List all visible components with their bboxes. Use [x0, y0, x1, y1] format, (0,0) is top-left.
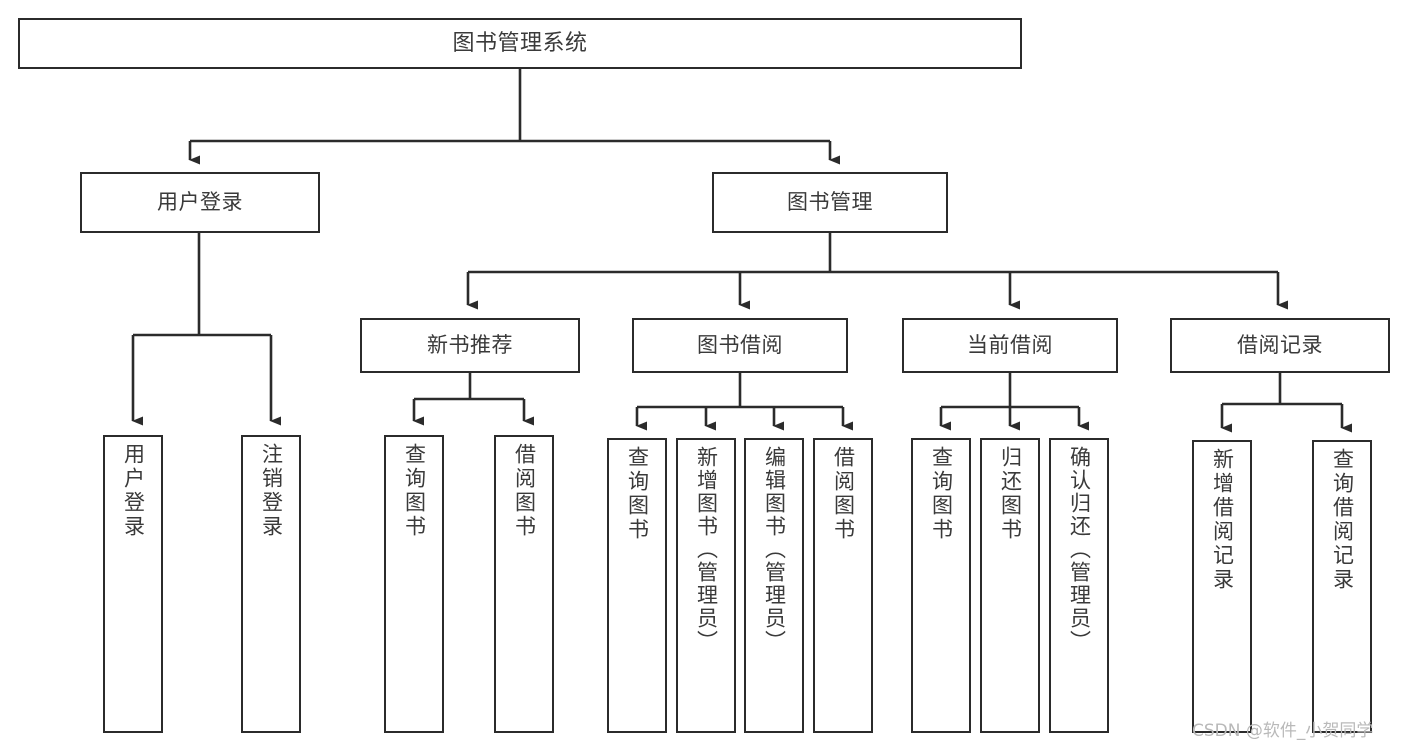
node-book-borrow[interactable]: 图书借阅 [632, 318, 848, 373]
node-leaf-query-book-current[interactable]: 查询图书 [911, 438, 971, 733]
node-leaf-borrow-book-borrow[interactable]: 借阅图书 [813, 438, 873, 733]
node-new-book-recommend[interactable]: 新书推荐 [360, 318, 580, 373]
node-leaf-query-book-current-label: 查询图书 [929, 446, 954, 542]
node-leaf-confirm-return-admin-label: 确认归还（管理员） [1067, 446, 1092, 653]
node-leaf-add-book-admin-label: 新增图书（管理员） [694, 446, 719, 653]
node-leaf-query-book-newbook[interactable]: 查询图书 [384, 435, 444, 733]
node-borrow-record[interactable]: 借阅记录 [1170, 318, 1390, 373]
node-leaf-borrow-book-newbook[interactable]: 借阅图书 [494, 435, 554, 733]
node-leaf-logout[interactable]: 注销登录 [241, 435, 301, 733]
node-book-manage[interactable]: 图书管理 [712, 172, 948, 233]
node-leaf-logout-label: 注销登录 [259, 443, 284, 539]
node-leaf-add-book-admin[interactable]: 新增图书（管理员） [676, 438, 736, 733]
node-leaf-query-book-borrow[interactable]: 查询图书 [607, 438, 667, 733]
node-leaf-user-login-label: 用户登录 [121, 443, 146, 539]
node-leaf-add-borrow-record[interactable]: 新增借阅记录 [1192, 440, 1252, 733]
node-leaf-query-borrow-record[interactable]: 查询借阅记录 [1312, 440, 1372, 733]
node-leaf-edit-book-admin-label: 编辑图书（管理员） [762, 446, 787, 653]
node-leaf-edit-book-admin[interactable]: 编辑图书（管理员） [744, 438, 804, 733]
node-book-borrow-label: 图书借阅 [697, 333, 783, 358]
node-current-borrow-label: 当前借阅 [967, 333, 1053, 358]
node-leaf-return-book-label: 归还图书 [998, 446, 1023, 542]
node-leaf-return-book[interactable]: 归还图书 [980, 438, 1040, 733]
node-leaf-add-borrow-record-label: 新增借阅记录 [1210, 448, 1235, 592]
node-leaf-query-book-newbook-label: 查询图书 [402, 443, 427, 539]
node-current-borrow[interactable]: 当前借阅 [902, 318, 1118, 373]
node-user-login-label: 用户登录 [157, 190, 243, 215]
node-new-book-recommend-label: 新书推荐 [427, 333, 513, 358]
node-root-system-label: 图书管理系统 [452, 30, 588, 56]
node-book-manage-label: 图书管理 [787, 190, 873, 215]
node-leaf-borrow-book-newbook-label: 借阅图书 [512, 443, 537, 539]
node-leaf-borrow-book-borrow-label: 借阅图书 [831, 446, 856, 542]
node-leaf-query-book-borrow-label: 查询图书 [625, 446, 650, 542]
node-leaf-query-borrow-record-label: 查询借阅记录 [1330, 448, 1355, 592]
csdn-watermark: CSDN @软件_小贺同学 [1192, 721, 1374, 741]
node-root-system[interactable]: 图书管理系统 [18, 18, 1022, 69]
node-user-login[interactable]: 用户登录 [80, 172, 320, 233]
node-leaf-confirm-return-admin[interactable]: 确认归还（管理员） [1049, 438, 1109, 733]
node-leaf-user-login[interactable]: 用户登录 [103, 435, 163, 733]
node-borrow-record-label: 借阅记录 [1237, 333, 1323, 358]
